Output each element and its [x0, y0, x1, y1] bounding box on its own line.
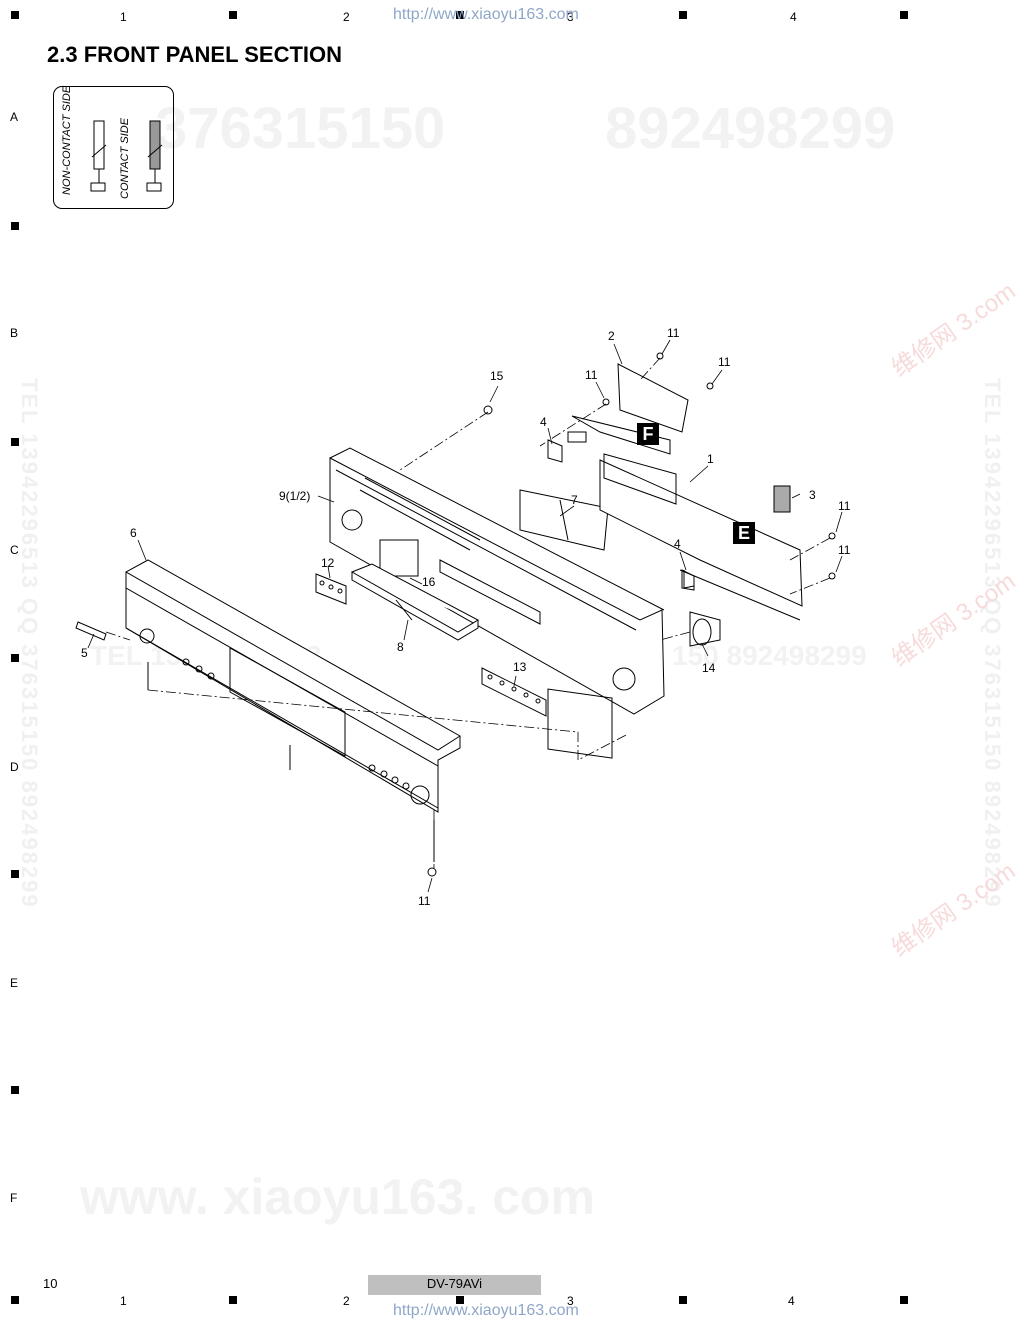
- part-label: 3: [809, 488, 816, 502]
- registration-mark: [900, 1296, 908, 1304]
- column-number: 4: [790, 10, 797, 24]
- row-letter: A: [10, 110, 19, 124]
- part-label: 15: [490, 369, 504, 383]
- row-letter: D: [10, 760, 19, 774]
- part-label: 6: [130, 526, 137, 540]
- part-label: 11: [838, 543, 851, 557]
- front-chassis-part-9: [329, 447, 665, 759]
- row-letter: B: [10, 326, 19, 340]
- part-5: [75, 621, 107, 641]
- part-label: 5: [81, 646, 88, 660]
- part-label: 4: [674, 537, 681, 551]
- connector-diagram: [90, 120, 163, 192]
- registration-mark: [11, 11, 19, 19]
- column-number: 3: [567, 10, 574, 24]
- watermark-qq: 150 892498299: [672, 640, 867, 671]
- column-number: 4: [788, 1294, 795, 1308]
- watermark-qq: 892498299: [605, 96, 896, 161]
- button-strip-part-13: [481, 667, 547, 717]
- front-panel-part-6: [125, 559, 461, 862]
- part-label: 16: [422, 575, 436, 589]
- row-letter: C: [10, 543, 19, 557]
- part-label: 11: [838, 499, 851, 513]
- board-tag-e: E: [733, 522, 755, 544]
- registration-mark: [11, 870, 19, 878]
- part-label: 11: [418, 894, 431, 908]
- column-number: 3: [567, 1294, 574, 1308]
- row-letter: E: [10, 976, 19, 990]
- part-label: 14: [702, 661, 716, 675]
- registration-mark: [229, 11, 237, 19]
- part-label: 4: [540, 415, 547, 429]
- registration-mark: [679, 1296, 687, 1304]
- part-3: [773, 485, 791, 513]
- registration-mark: [456, 11, 464, 19]
- pcb-e-part-1: [599, 459, 803, 607]
- display-sheet-part-7: [519, 489, 609, 551]
- part-label: 8: [397, 640, 404, 654]
- contact-side-legend: NON-CONTACT SIDE CONTACT SIDE: [53, 86, 174, 209]
- registration-mark: [11, 1296, 19, 1304]
- registration-mark: [11, 654, 19, 662]
- registration-mark: [456, 1296, 464, 1304]
- registration-mark: [11, 222, 19, 230]
- registration-mark: [679, 11, 687, 19]
- registration-mark: [900, 11, 908, 19]
- part-label: 11: [585, 368, 598, 382]
- column-number: 1: [120, 1294, 127, 1308]
- row-letter: F: [10, 1191, 18, 1205]
- part-label: 12: [321, 556, 335, 570]
- part-label: 1: [707, 452, 714, 466]
- watermark-qq: 376315150: [155, 96, 446, 161]
- model-name: DV-79AVi: [368, 1275, 541, 1295]
- registration-mark: [11, 1086, 19, 1094]
- board-tag-f: F: [637, 423, 659, 445]
- part-label: 13: [513, 660, 527, 674]
- part-label: 11: [718, 355, 731, 369]
- part-label: 11: [667, 326, 680, 340]
- footer-url[interactable]: http://www.xiaoyu163.com: [393, 1302, 579, 1319]
- header-url[interactable]: http://www.xiaoyu163.com: [393, 6, 579, 23]
- button-strip-part-12: [315, 573, 347, 605]
- column-number: 2: [343, 1294, 350, 1308]
- column-number: 2: [343, 10, 350, 24]
- column-number: 1: [120, 10, 127, 24]
- watermark-site: www. xiaoyu163. com: [80, 1169, 596, 1225]
- part-label: 7: [571, 493, 578, 507]
- part-label: 2: [608, 329, 615, 343]
- knob-part-14: [689, 611, 721, 647]
- part-label: 9(1/2): [279, 489, 311, 503]
- section-title: 2.3 FRONT PANEL SECTION: [47, 42, 343, 67]
- registration-mark: [229, 1296, 237, 1304]
- display-window-part-8: [350, 563, 480, 641]
- page-number: 10: [43, 1276, 58, 1291]
- registration-mark: [11, 438, 19, 446]
